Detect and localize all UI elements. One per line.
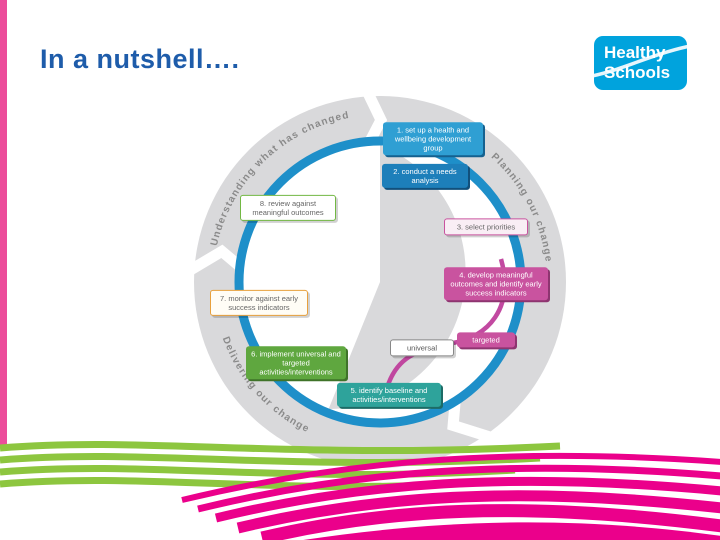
step-box-6: 6. implement universal and targeted acti… bbox=[246, 346, 346, 380]
tag-targeted: targeted bbox=[457, 332, 515, 348]
page-title: In a nutshell…. bbox=[40, 44, 240, 74]
step-box-4: 4. develop meaningful outcomes and ident… bbox=[444, 267, 548, 301]
step-box-5: 5. identify baseline and activities/inte… bbox=[337, 382, 441, 408]
step-box-7: 7. monitor against early success indicat… bbox=[210, 289, 308, 317]
logo-line-schools: Schools bbox=[604, 63, 671, 82]
logo-line-healthy: Healthy bbox=[604, 43, 666, 62]
step-box-3: 3. select priorities bbox=[444, 218, 528, 236]
left-accent-bar bbox=[0, 0, 7, 447]
step-box-1: 1. set up a health and wellbeing develop… bbox=[383, 122, 483, 156]
step-box-2: 2. conduct a needs analysis bbox=[382, 163, 468, 189]
logo-swoosh bbox=[594, 44, 687, 78]
healthy-schools-logo: Healthy Schools bbox=[594, 36, 687, 90]
pink-ribbon-fill bbox=[303, 522, 720, 540]
logo-text: Healthy Schools bbox=[604, 43, 670, 83]
step-box-8: 8. review against meaningful outcomes bbox=[240, 194, 336, 222]
tag-universal: universal bbox=[390, 339, 454, 357]
